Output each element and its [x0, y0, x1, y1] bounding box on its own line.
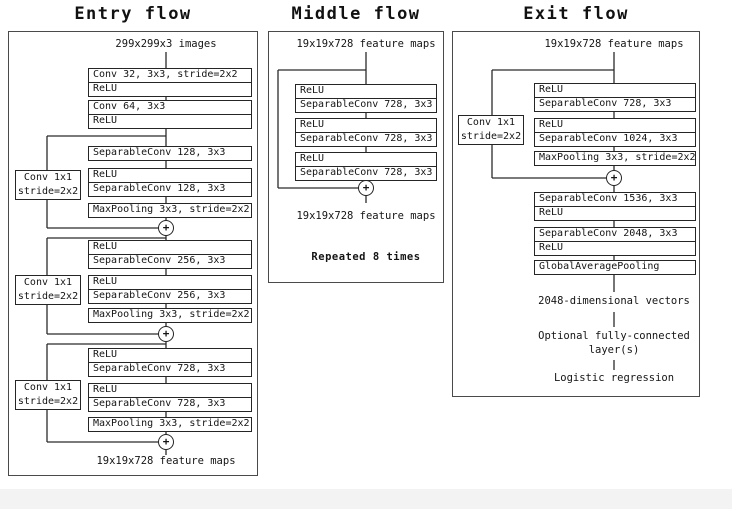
scan-bottom-strip [0, 489, 732, 509]
skip-conv-label: Conv 1x1 [23, 382, 73, 393]
layer-sepconv728: SeparableConv 728, 3x3 [295, 98, 437, 113]
layer-relu: ReLU [88, 168, 252, 183]
layer-sepconv728: SeparableConv 728, 3x3 [295, 166, 437, 181]
exit-flow-panel [452, 31, 700, 397]
skip-stride-label: stride=2x2 [17, 185, 79, 197]
layer-sepconv728: SeparableConv 728, 3x3 [88, 362, 252, 377]
skip-conv1x1-box: Conv 1x1 stride=2x2 [15, 380, 81, 410]
exit-fc-label: Optional fully-connected layer(s) [514, 330, 714, 357]
layer-relu: ReLU [88, 383, 252, 398]
entry-flow-title: Entry flow [74, 4, 192, 24]
layer-conv32: Conv 32, 3x3, stride=2x2 [88, 68, 252, 83]
skip-conv1x1-box: Conv 1x1 stride=2x2 [15, 275, 81, 305]
layer-maxpool: MaxPooling 3x3, stride=2x2 [88, 417, 252, 432]
middle-flow-title: Middle flow [291, 4, 421, 24]
entry-output-label: 19x19x728 feature maps [96, 455, 236, 467]
layer-relu: ReLU [88, 275, 252, 290]
layer-sepconv728: SeparableConv 728, 3x3 [534, 97, 696, 112]
layer-sepconv728: SeparableConv 728, 3x3 [88, 397, 252, 412]
layer-sepconv1024: SeparableConv 1024, 3x3 [534, 132, 696, 147]
layer-global-average-pooling: GlobalAveragePooling [534, 260, 696, 275]
layer-maxpool: MaxPooling 3x3, stride=2x2 [88, 308, 252, 323]
layer-sepconv128: SeparableConv 128, 3x3 [88, 182, 252, 197]
middle-flow-panel [268, 31, 444, 283]
middle-output-label: 19x19x728 feature maps [296, 210, 436, 222]
residual-add-node: + [358, 180, 374, 196]
layer-sepconv256: SeparableConv 256, 3x3 [88, 289, 252, 304]
layer-sepconv128: SeparableConv 128, 3x3 [88, 146, 252, 161]
layer-relu: ReLU [88, 82, 252, 97]
residual-add-node: + [158, 326, 174, 342]
exit-input-label: 19x19x728 feature maps [544, 38, 684, 50]
skip-conv-label: Conv 1x1 [23, 172, 73, 183]
skip-stride-label: stride=2x2 [17, 395, 79, 407]
skip-conv1x1-box: Conv 1x1 stride=2x2 [458, 115, 524, 145]
middle-repeat-note: Repeated 8 times [311, 251, 421, 263]
residual-add-node: + [606, 170, 622, 186]
exit-vectors-label: 2048-dimensional vectors [538, 295, 690, 307]
layer-relu: ReLU [534, 118, 696, 133]
skip-conv-label: Conv 1x1 [23, 277, 73, 288]
residual-add-node: + [158, 220, 174, 236]
exit-fc-label-line2: layer(s) [588, 343, 640, 356]
entry-flow-panel [8, 31, 258, 476]
residual-add-node: + [158, 434, 174, 450]
exit-fc-label-line1: Optional fully-connected [538, 330, 690, 342]
exit-flow-title: Exit flow [523, 4, 629, 24]
layer-relu: ReLU [295, 152, 437, 167]
layer-relu: ReLU [295, 84, 437, 99]
skip-stride-label: stride=2x2 [17, 290, 79, 302]
layer-relu: ReLU [88, 348, 252, 363]
skip-stride-label: stride=2x2 [460, 130, 522, 142]
layer-conv64: Conv 64, 3x3 [88, 100, 252, 115]
layer-maxpool: MaxPooling 3x3, stride=2x2 [534, 151, 696, 166]
skip-conv1x1-box: Conv 1x1 stride=2x2 [15, 170, 81, 200]
layer-sepconv256: SeparableConv 256, 3x3 [88, 254, 252, 269]
layer-sepconv2048: SeparableConv 2048, 3x3 [534, 227, 696, 242]
middle-input-label: 19x19x728 feature maps [296, 38, 436, 50]
layer-maxpool: MaxPooling 3x3, stride=2x2 [88, 203, 252, 218]
layer-sepconv728: SeparableConv 728, 3x3 [295, 132, 437, 147]
entry-input-label: 299x299x3 images [115, 38, 217, 50]
layer-relu: ReLU [88, 114, 252, 129]
layer-relu: ReLU [295, 118, 437, 133]
layer-relu: ReLU [534, 83, 696, 98]
layer-relu: ReLU [88, 240, 252, 255]
layer-relu: ReLU [534, 241, 696, 256]
exit-logreg-label: Logistic regression [553, 372, 675, 384]
layer-relu: ReLU [534, 206, 696, 221]
layer-sepconv1536: SeparableConv 1536, 3x3 [534, 192, 696, 207]
skip-conv-label: Conv 1x1 [466, 117, 516, 128]
